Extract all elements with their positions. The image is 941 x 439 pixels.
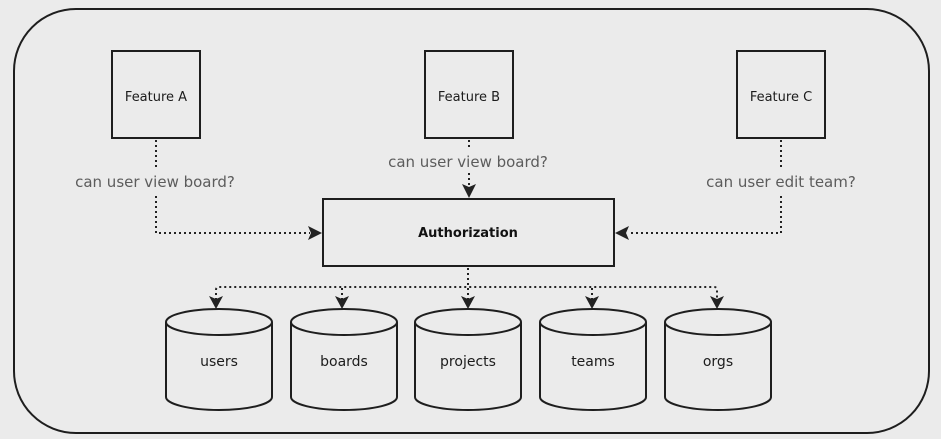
arrow-users-head [209,296,223,309]
feature-b-query: can user view board? [388,153,548,171]
arrow-orgs-head [710,296,724,309]
datastore-boards-label: boards [320,354,368,370]
datastore-users-label: users [200,354,238,370]
feature-a-label: Feature A [125,90,187,105]
feature-c-node: Feature C [736,50,826,139]
cylinder-boards-body [290,322,398,411]
cylinder-users-body [165,322,273,411]
cylinder-orgs-body [664,322,772,411]
feature-a-query: can user view board? [75,173,235,191]
arrow-boards-head [335,296,349,309]
datastore-teams: teams [539,308,647,411]
cylinder-users-top [165,308,273,336]
arrow-projects-head [461,296,475,309]
datastore-users: users [165,308,273,411]
arrow-a-head [308,226,322,240]
datastore-teams-label: teams [571,354,615,370]
connector-a-bottom [155,196,310,234]
cylinder-teams-body [539,322,647,411]
cylinder-projects-top [414,308,522,336]
cylinder-orgs-top [664,308,772,336]
datastore-projects-label: projects [440,354,496,370]
cylinder-teams-top [539,308,647,336]
feature-b-box [424,50,514,139]
feature-a-node: Feature A [111,50,201,139]
cylinder-boards-top [290,308,398,336]
datastore-projects: projects [414,308,522,411]
fanout-bus [215,286,718,300]
feature-b-label: Feature B [438,90,500,105]
datastore-orgs-label: orgs [703,354,733,370]
arrow-b-head [462,184,476,198]
feature-c-query: can user edit team? [706,173,856,191]
feature-b-node: Feature B [424,50,514,139]
feature-a-box [111,50,201,139]
arrow-teams-head [585,296,599,309]
arrow-c-head [615,226,629,240]
feature-c-box [736,50,826,139]
connector-c-bottom [628,196,782,234]
feature-c-label: Feature C [750,90,812,105]
authorization-label: Authorization [418,226,518,241]
authorization-node: Authorization [322,198,615,267]
cylinder-projects-body [414,322,522,411]
datastore-orgs: orgs [664,308,772,411]
authorization-box [322,198,615,267]
datastore-boards: boards [290,308,398,411]
